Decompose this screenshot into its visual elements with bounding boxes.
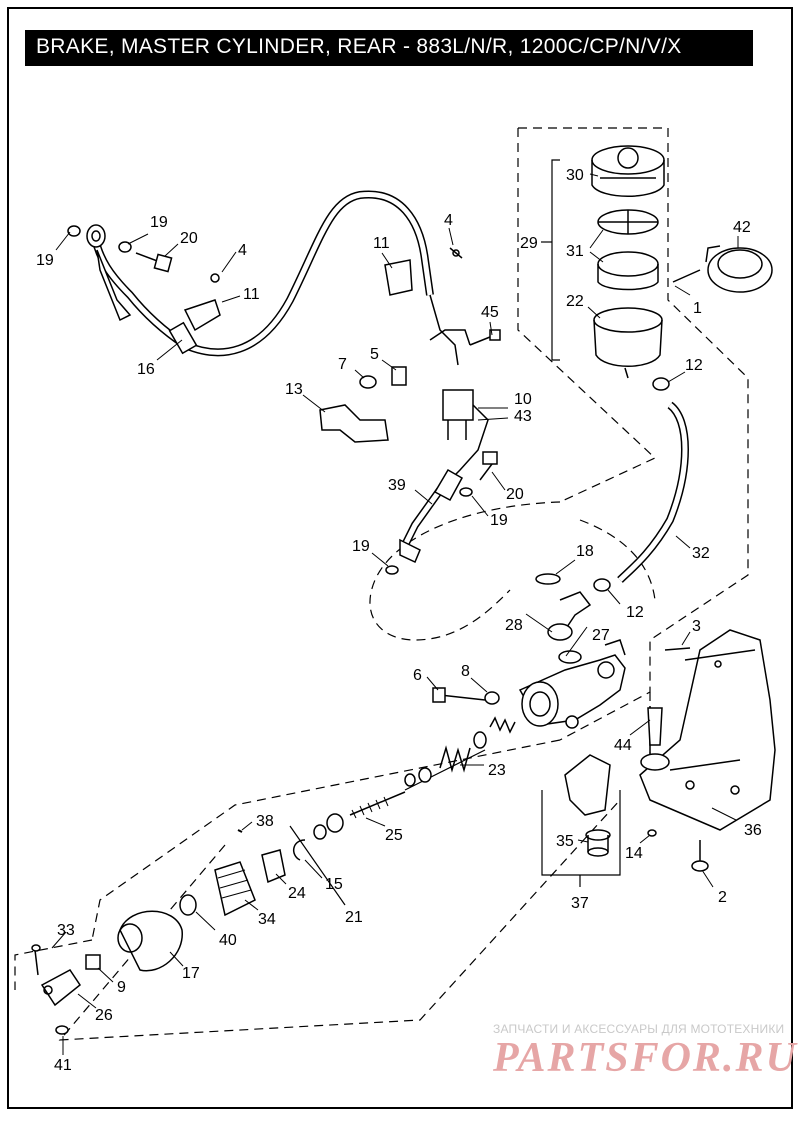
callout-5: 5	[370, 346, 379, 363]
callout-19: 19	[490, 512, 508, 529]
callout-13: 13	[285, 381, 303, 398]
callout-42: 42	[733, 219, 751, 236]
callout-4: 4	[444, 212, 453, 229]
callout-16: 16	[137, 361, 155, 378]
parts-drawing	[14, 127, 776, 1041]
callout-30: 30	[566, 167, 584, 184]
page-border	[7, 7, 793, 1109]
callout-7: 7	[338, 356, 347, 373]
watermark-logo: PARTSFOR.RU	[493, 1035, 798, 1081]
leader-lines	[51, 173, 739, 1055]
callout-29: 29	[520, 235, 538, 252]
callout-39: 39	[388, 477, 406, 494]
callout-38: 38	[256, 813, 274, 830]
callout-17: 17	[182, 965, 200, 982]
callout-27: 27	[592, 627, 610, 644]
callout-41: 41	[54, 1057, 72, 1074]
callout-37: 37	[571, 895, 589, 912]
callout-19: 19	[36, 252, 54, 269]
callout-20: 20	[506, 486, 524, 503]
callout-22: 22	[566, 293, 584, 310]
callout-33: 33	[57, 922, 75, 939]
callout-9: 9	[117, 979, 126, 996]
callout-44: 44	[614, 737, 632, 754]
callout-1: 1	[693, 300, 702, 317]
callout-43: 43	[514, 408, 532, 425]
callout-2: 2	[718, 889, 727, 906]
callout-20: 20	[180, 230, 198, 247]
callout-23: 23	[488, 762, 506, 779]
callout-14: 14	[625, 845, 643, 862]
callout-32: 32	[692, 545, 710, 562]
watermark-caption: ЗАПЧАСТИ И АКСЕССУАРЫ ДЛЯ МОТОТЕХНИКИ	[493, 1022, 785, 1036]
callout-11: 11	[373, 235, 390, 252]
callout-12: 12	[626, 604, 644, 621]
callout-28: 28	[505, 617, 523, 634]
callout-40: 40	[219, 932, 237, 949]
callout-45: 45	[481, 304, 499, 321]
callout-21: 21	[345, 909, 363, 926]
callout-18: 18	[576, 543, 594, 560]
callout-31: 31	[566, 243, 584, 260]
callout-4: 4	[238, 242, 247, 259]
callout-8: 8	[461, 663, 470, 680]
callout-19: 19	[352, 538, 370, 555]
callout-labels: 19 19 20 4 11 16 11 4 45 7 5 13 10 43 39…	[36, 167, 762, 1074]
callout-24: 24	[288, 885, 306, 902]
callout-11: 11	[243, 286, 260, 303]
callout-19: 19	[150, 214, 168, 231]
callout-26: 26	[95, 1007, 113, 1024]
callout-3: 3	[692, 618, 701, 635]
title-banner	[25, 30, 753, 66]
callout-36: 36	[744, 822, 762, 839]
callout-6: 6	[413, 667, 422, 684]
callout-35: 35	[556, 833, 574, 850]
callout-25: 25	[385, 827, 403, 844]
callout-15: 15	[325, 876, 343, 893]
page-title: BRAKE, MASTER CYLINDER, REAR - 883L/N/R,…	[36, 35, 682, 58]
callout-34: 34	[258, 911, 276, 928]
callout-12: 12	[685, 357, 703, 374]
callout-10: 10	[514, 391, 532, 408]
